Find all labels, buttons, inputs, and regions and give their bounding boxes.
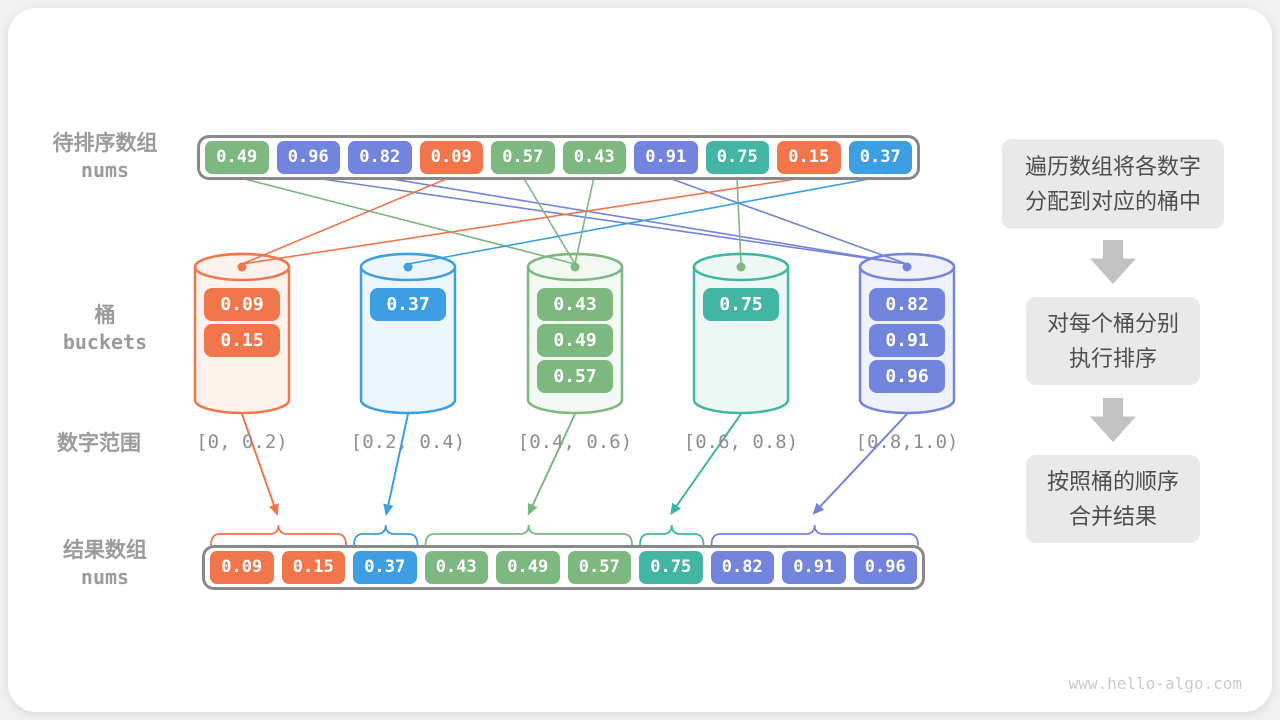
array-cell: 0.82 xyxy=(710,551,774,584)
bucket-value: 0.49 xyxy=(537,324,613,357)
array-cell: 0.15 xyxy=(281,551,345,584)
range-label: [0.6, 0.8) xyxy=(683,431,799,453)
array-cell: 0.09 xyxy=(419,141,483,174)
bucket-value: 0.09 xyxy=(204,288,280,321)
array-cell: 0.37 xyxy=(353,551,417,584)
bucket-value: 0.57 xyxy=(537,360,613,393)
result-array: 0.09 0.15 0.37 0.43 0.49 0.57 0.75 0.82 … xyxy=(202,545,925,590)
array-cell: 0.43 xyxy=(562,141,626,174)
array-cell: 0.57 xyxy=(491,141,555,174)
array-cell: 0.09 xyxy=(210,551,274,584)
array-cell: 0.91 xyxy=(634,141,698,174)
bucket-value: 0.15 xyxy=(204,324,280,357)
array-cell: 0.75 xyxy=(705,141,769,174)
step-box-distribute: 遍历数组将各数字 分配到对应的桶中 xyxy=(1002,139,1224,229)
array-cell: 0.57 xyxy=(567,551,631,584)
label-input-array: 待排序数组 nums xyxy=(20,130,190,184)
array-cell: 0.96 xyxy=(853,551,917,584)
range-label: [0.2, 0.4) xyxy=(350,431,466,453)
range-label: [0.4, 0.6) xyxy=(517,431,633,453)
range-label: [0, 0.2) xyxy=(196,431,288,453)
array-cell: 0.43 xyxy=(424,551,488,584)
label-buckets-cn: 桶 xyxy=(94,304,116,327)
label-result-array-cn: 结果数组 xyxy=(63,539,147,562)
bucket-value: 0.82 xyxy=(869,288,945,321)
step-box-sort: 对每个桶分别 执行排序 xyxy=(1026,297,1200,385)
label-buckets-en: buckets xyxy=(62,330,148,354)
bucket-value: 0.37 xyxy=(370,288,446,321)
bucket-value: 0.75 xyxy=(703,288,779,321)
array-cell: 0.49 xyxy=(205,141,269,174)
array-cell: 0.82 xyxy=(348,141,412,174)
range-label: [0.8,1.0) xyxy=(855,431,959,453)
label-input-array-en: nums xyxy=(80,158,130,182)
bucket-value: 0.43 xyxy=(537,288,613,321)
array-cell: 0.15 xyxy=(777,141,841,174)
label-result-array: 结果数组 nums xyxy=(20,537,190,591)
array-cell: 0.75 xyxy=(639,551,703,584)
bucket-value: 0.91 xyxy=(869,324,945,357)
array-cell: 0.49 xyxy=(496,551,560,584)
step-box-merge: 按照桶的顺序 合并结果 xyxy=(1026,455,1200,543)
input-array: 0.49 0.96 0.82 0.09 0.57 0.43 0.91 0.75 … xyxy=(197,135,920,180)
array-cell: 0.96 xyxy=(276,141,340,174)
label-ranges: 数字范围 xyxy=(57,432,141,455)
array-cell: 0.37 xyxy=(848,141,912,174)
label-result-array-en: nums xyxy=(80,565,130,589)
array-cell: 0.91 xyxy=(782,551,846,584)
watermark: www.hello-algo.com xyxy=(1068,674,1242,693)
label-input-array-cn: 待排序数组 xyxy=(52,132,158,155)
label-buckets: 桶 buckets xyxy=(20,302,190,356)
bucket-value: 0.96 xyxy=(869,360,945,393)
